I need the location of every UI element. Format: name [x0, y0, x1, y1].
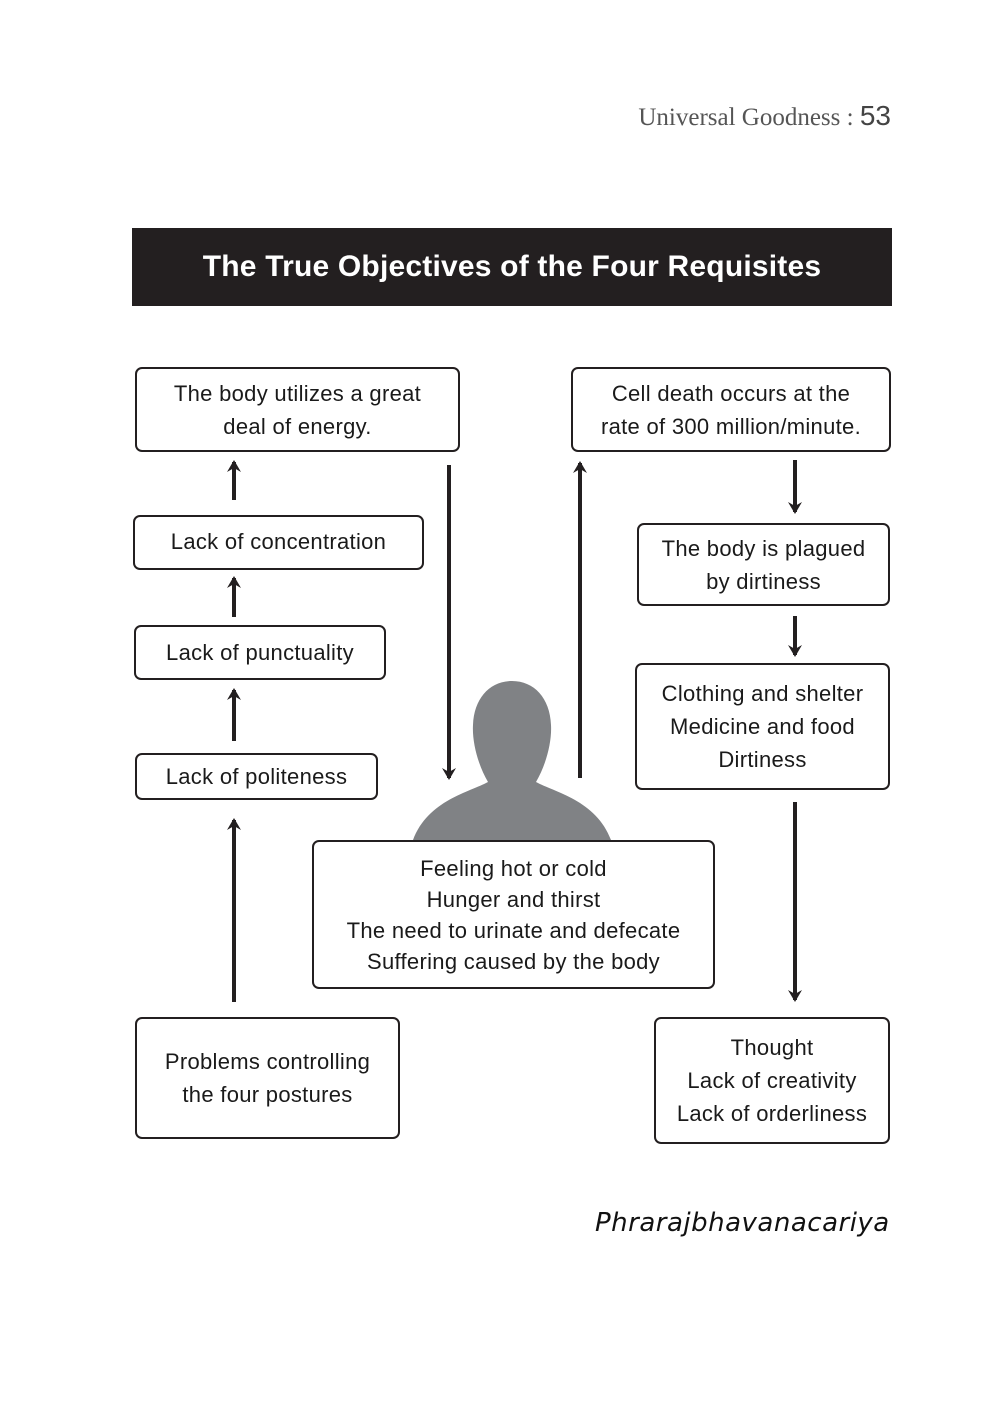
box-text-line: Lack of concentration	[170, 529, 387, 554]
box-text-line: Lack of punctuality	[166, 640, 354, 665]
person-silhouette-shape	[413, 681, 611, 840]
box-text-line: Dirtiness	[718, 747, 807, 772]
page-number: 53	[859, 100, 891, 131]
box-text-line: Feeling hot or cold	[420, 855, 607, 881]
box-text-line: Cell death occurs at the	[611, 380, 851, 406]
running-header: Universal Goodness : 53	[638, 100, 891, 132]
box-lack-of-punctuality: Lack of punctuality	[134, 625, 386, 680]
box-text-line: The need to urinate and defecate	[346, 917, 681, 943]
diagram-title: The True Objectives of the Four Requisit…	[132, 228, 892, 306]
box-text-line: Suffering caused by the body	[367, 948, 660, 974]
box-text-line: deal of energy.	[223, 413, 372, 439]
box-text-line: The body utilizes a great	[173, 380, 422, 406]
box-text-line: Medicine and food	[670, 714, 855, 739]
box-text-line: rate of 300 million/minute.	[600, 413, 861, 439]
box-lack-of-concentration: Lack of concentration	[133, 515, 424, 570]
box-text-line: Hunger and thirst	[426, 886, 601, 912]
box-body-energy: The body utilizes a great deal of energy.	[135, 367, 460, 452]
box-text-line: The body is plagued	[661, 535, 866, 561]
box-four-postures: Problems controlling the four postures	[135, 1017, 400, 1139]
box-text-line: Lack of orderliness	[676, 1101, 868, 1126]
box-text-line: Lack of politeness	[165, 764, 348, 789]
box-text-line: Lack of creativity	[687, 1068, 857, 1093]
author-signature: Phrarajbhavanacariya	[595, 1208, 890, 1238]
running-title: Universal Goodness :	[638, 104, 854, 131]
box-text-line: by dirtiness	[706, 568, 821, 594]
box-text-line: Clothing and shelter	[661, 681, 864, 706]
box-lack-of-politeness: Lack of politeness	[135, 753, 378, 800]
box-plagued-by-dirtiness: The body is plagued by dirtiness	[637, 523, 890, 606]
box-text-line: the four postures	[182, 1082, 353, 1107]
box-cell-death: Cell death occurs at the rate of 300 mill…	[571, 367, 891, 452]
box-text-line: Problems controlling	[164, 1049, 371, 1074]
box-text-line: Thought	[730, 1035, 814, 1060]
